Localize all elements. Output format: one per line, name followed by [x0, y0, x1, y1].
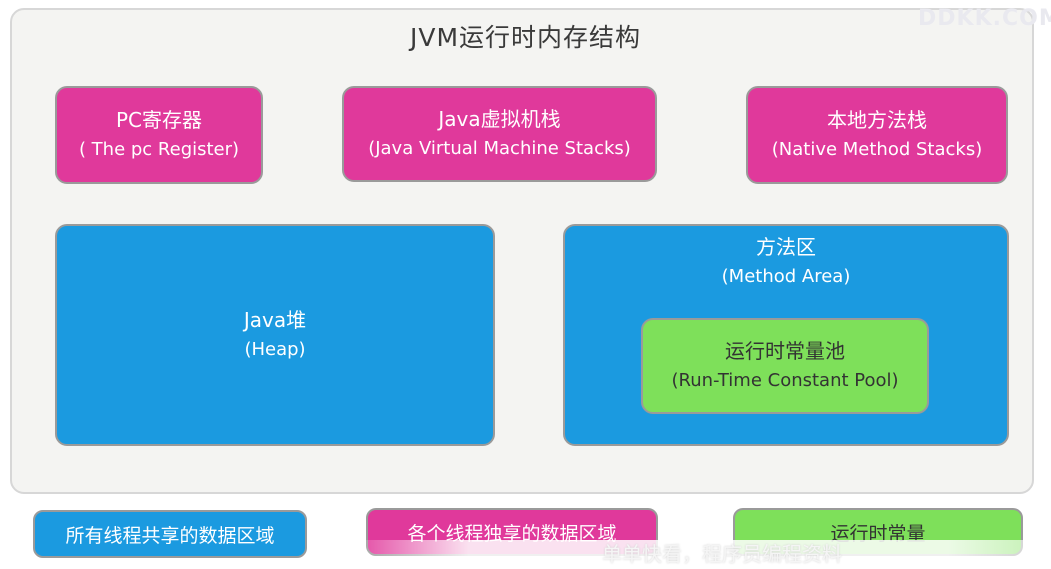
pc-register-zh: PC寄存器 [115, 108, 203, 132]
method-area-zh: 方法区 [756, 235, 816, 259]
constant-pool-en: (Run-Time Constant Pool) [671, 370, 899, 391]
native-stacks-zh: 本地方法栈 [827, 108, 927, 132]
constant-pool-zh: 运行时常量池 [725, 339, 845, 363]
constant-pool-box: 运行时常量池 (Run-Time Constant Pool) [641, 318, 929, 414]
pc-register-box: PC寄存器 ( The pc Register) [55, 86, 263, 184]
native-stacks-en: (Native Method Stacks) [771, 139, 983, 160]
method-area-en: (Method Area) [721, 266, 851, 287]
overlay-banner: 单单快看，程序员编程资料 [366, 540, 1051, 569]
heap-zh: Java堆 [243, 308, 307, 332]
legend-shared: 所有线程共享的数据区域 [33, 510, 307, 558]
heap-en: (Heap) [244, 339, 306, 360]
pc-register-en: ( The pc Register) [78, 139, 240, 160]
jvm-stacks-en: (Java Virtual Machine Stacks) [368, 138, 631, 159]
diagram-title: JVM运行时内存结构 [409, 23, 642, 52]
watermark: DDKK.COM [918, 6, 1051, 31]
native-stacks-box: 本地方法栈 (Native Method Stacks) [746, 86, 1008, 184]
heap-box: Java堆 (Heap) [55, 224, 495, 446]
jvm-stacks-box: Java虚拟机栈 (Java Virtual Machine Stacks) [342, 86, 657, 182]
jvm-stacks-zh: Java虚拟机栈 [438, 107, 561, 131]
